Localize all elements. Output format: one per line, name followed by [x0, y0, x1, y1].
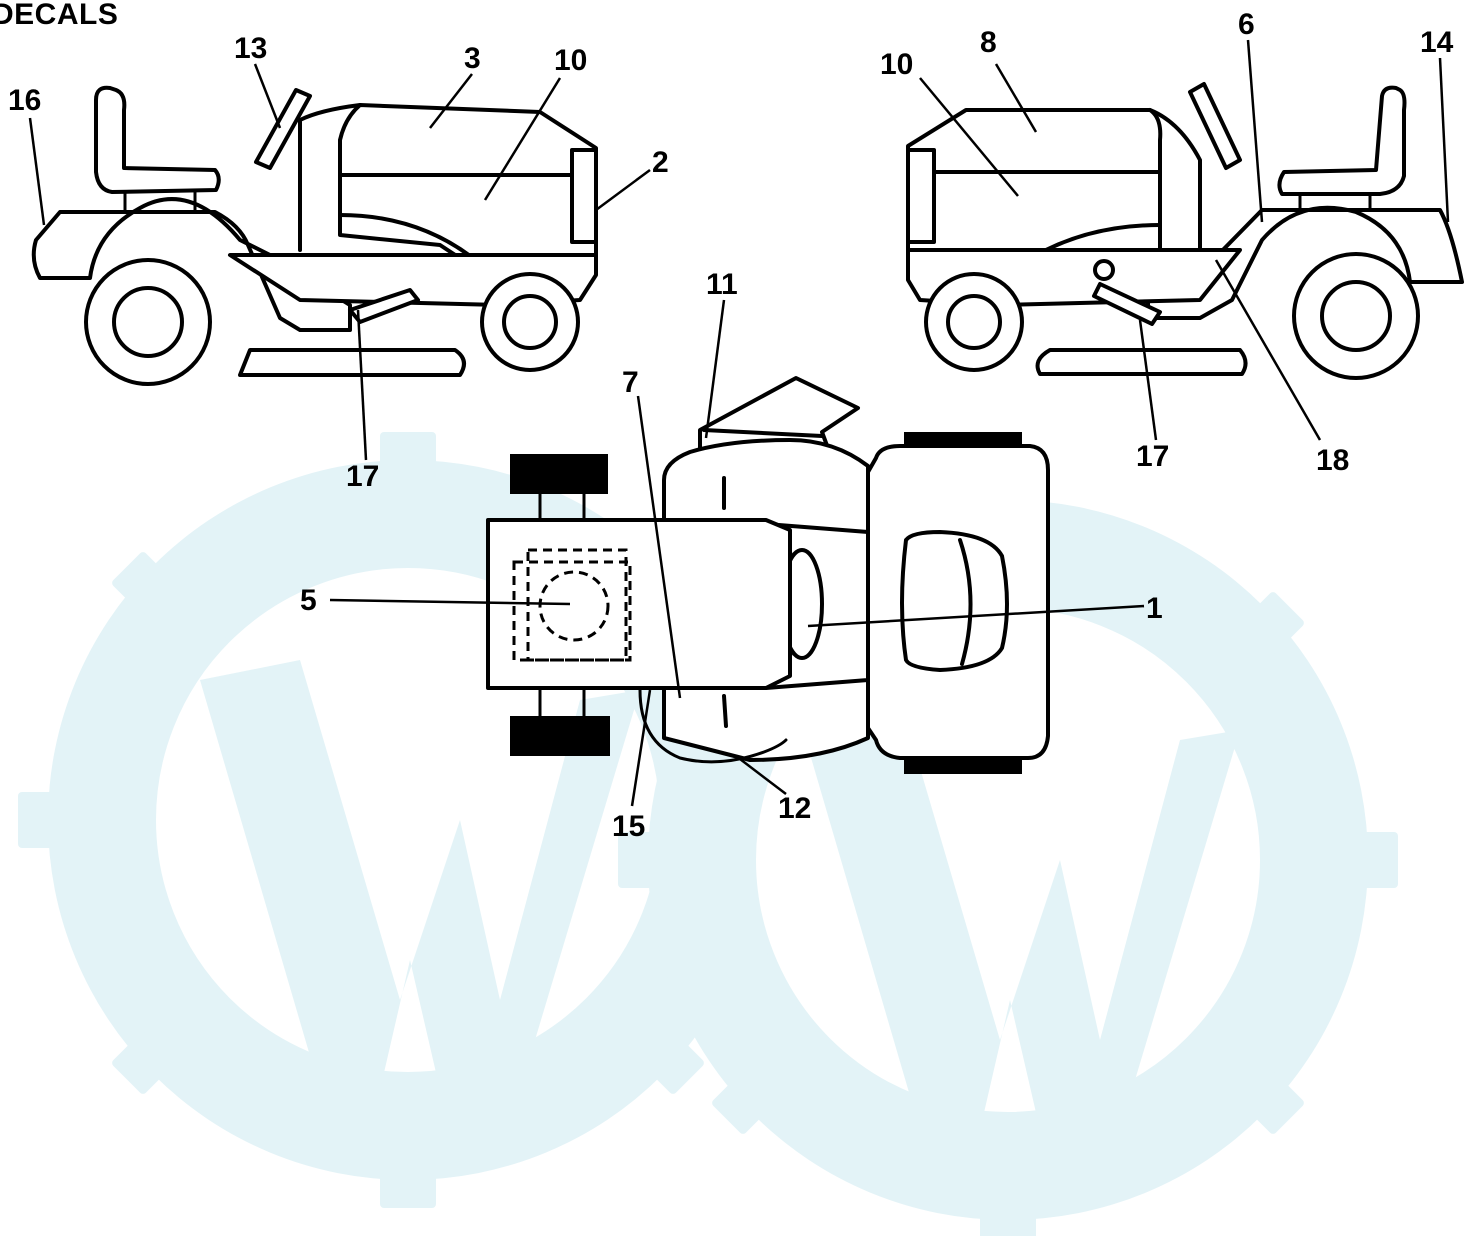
leader-5 — [329, 598, 571, 606]
callout-3: 3 — [464, 42, 481, 75]
callout-14: 14 — [1420, 26, 1454, 59]
headlight-lens — [900, 530, 1009, 672]
grille-right — [906, 148, 936, 244]
callout-12: 12 — [778, 792, 811, 825]
callout-10-right: 10 — [880, 48, 913, 81]
leader-15 — [630, 689, 652, 807]
fuel-cap — [538, 570, 610, 642]
leader-10-right — [919, 77, 1019, 197]
tractor-left-side-view: 16 13 3 10 2 17 — [8, 32, 669, 493]
callout-5: 5 — [300, 584, 317, 617]
hood-right — [906, 108, 1163, 272]
leader-6 — [1246, 39, 1264, 223]
steering-column-right — [1148, 108, 1202, 252]
leader-12 — [735, 755, 787, 795]
rear-fender — [31, 197, 352, 332]
callout-18: 18 — [1316, 444, 1349, 477]
leader-14 — [1438, 57, 1450, 223]
leader-7 — [636, 395, 682, 699]
leader-17 — [356, 309, 368, 461]
callout-2: 2 — [652, 146, 669, 179]
rear-hub — [112, 286, 184, 358]
callout-7: 7 — [622, 366, 639, 399]
deck-lever-right — [1092, 282, 1162, 326]
chute-line — [702, 428, 824, 438]
axle-lower — [538, 686, 586, 718]
leader-10 — [483, 77, 562, 201]
callout-11: 11 — [706, 268, 738, 301]
tractor-right-side-view: 10 8 6 14 17 18 — [880, 8, 1464, 477]
hood-line — [338, 173, 572, 264]
bagger-hose — [638, 688, 788, 764]
hood — [338, 103, 598, 272]
tractor-top-view: 11 7 5 1 15 12 — [300, 268, 1163, 843]
axle-upper — [538, 492, 586, 522]
headlight-inner — [958, 538, 973, 666]
leader-8 — [994, 63, 1038, 133]
steering-column — [298, 103, 362, 252]
callout-15: 15 — [612, 810, 645, 843]
rear-fender-right — [1146, 205, 1464, 320]
seat-post — [123, 190, 197, 214]
callout-17: 17 — [346, 460, 379, 493]
callout-1: 1 — [1146, 592, 1163, 625]
mower-deck — [238, 348, 466, 377]
front-hub-right — [946, 294, 1002, 350]
diagram-title: DECALS — [0, 0, 119, 31]
front-hub — [502, 294, 558, 350]
leader-1 — [807, 604, 1145, 628]
callout-10: 10 — [554, 44, 587, 77]
seat-post-right — [1298, 192, 1372, 212]
rear-tire-top-lower — [510, 716, 610, 756]
deck-lever — [348, 288, 420, 324]
grille — [570, 148, 598, 244]
leader-18 — [1214, 259, 1322, 441]
deck-mark-lower — [722, 694, 728, 728]
front-tire-top-lower — [904, 758, 1022, 774]
mower-deck-right — [1035, 348, 1248, 376]
callout-8: 8 — [980, 26, 997, 59]
leader-17-right — [1138, 319, 1158, 441]
callout-13: 13 — [234, 32, 267, 65]
ignition-knob — [1093, 259, 1115, 281]
rear-wheel-right — [1292, 252, 1420, 380]
callout-17-right: 17 — [1136, 440, 1169, 473]
leader-13 — [253, 63, 282, 129]
front-wheel — [480, 272, 580, 372]
steering-wheel-right — [1188, 82, 1242, 170]
fuel-cap-outer — [526, 548, 628, 662]
rear-hub-right — [1320, 280, 1392, 352]
callout-6: 6 — [1238, 8, 1255, 41]
callout-16: 16 — [8, 84, 41, 117]
rear-wheel — [84, 258, 212, 386]
steering-wheel — [254, 88, 312, 170]
front-wheel-right — [924, 272, 1024, 372]
leader-2 — [595, 168, 651, 212]
watermark-logo — [18, 432, 1398, 1236]
leader-11 — [704, 299, 726, 439]
seat-right — [1277, 85, 1407, 196]
rear-tire-top-upper — [510, 454, 608, 494]
seat — [94, 85, 221, 194]
leader-3 — [429, 73, 473, 129]
leader-16 — [28, 117, 46, 226]
